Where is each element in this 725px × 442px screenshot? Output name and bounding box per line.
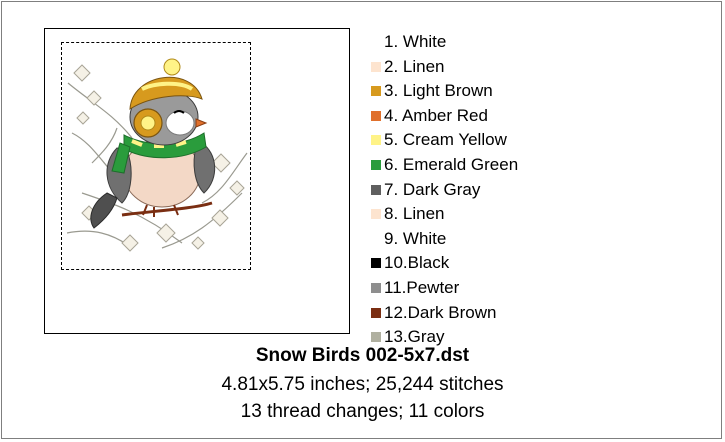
snow-bird-embroidery-preview [66,58,248,252]
thread-swatch [371,332,381,343]
thread-swatch [371,282,381,293]
thread-label: 10.Black [384,253,450,273]
thread-label: 6. Emerald Green [384,154,519,174]
thread-label: 11.Pewter [384,277,460,297]
thread-swatch [371,37,381,47]
thread-swatch [371,86,381,97]
design-dimensions: 4.81x5.75 inches; 25,244 stitches [221,374,504,395]
thread-label: 5. Cream Yellow [384,130,507,150]
thread-label: 8. Linen [384,204,445,224]
thread-swatch [371,110,381,121]
thread-swatch [371,307,381,318]
thread-swatch [371,233,381,244]
thread-swatch [371,184,381,195]
thread-label: 2. Linen [384,56,445,76]
thread-label: 12.Dark Brown [384,302,497,322]
design-file-name: Snow Birds 002-5x7.dst [255,345,470,366]
thread-swatch [371,61,381,72]
design-thread-summary: 13 thread changes; 11 colors [240,401,485,422]
thread-swatch [371,209,381,220]
thread-label: 1. White [384,32,447,51]
thread-label: 3. Light Brown [384,81,493,101]
thread-label: 9. White [384,228,447,248]
thread-label: 4. Amber Red [384,105,488,125]
thread-label: 7. Dark Gray [384,179,481,199]
thread-swatch [371,135,381,146]
design-bounding-box [61,42,251,270]
thread-swatch [371,258,381,269]
thread-swatch [371,159,381,170]
thread-label: 13.Gray [384,327,445,347]
